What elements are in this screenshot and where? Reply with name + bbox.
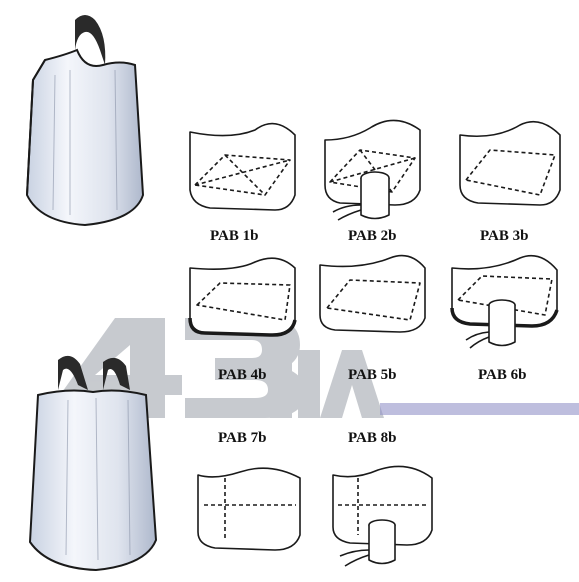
diagram-pab-8b — [332, 465, 433, 567]
label-pab-4b: PAB 4b — [218, 367, 267, 383]
label-pab-8b: PAB 8b — [348, 430, 397, 446]
diagram-pab-7b — [197, 467, 301, 551]
diagram-pab-4b — [188, 257, 297, 337]
watermark-blue-line — [380, 403, 579, 415]
label-pab-2b: PAB 2b — [348, 228, 397, 244]
label-pab-3b: PAB 3b — [480, 228, 529, 244]
bag-double-loop-illustration — [28, 355, 158, 572]
label-pab-7b: PAB 7b — [218, 430, 267, 446]
bag-single-loop-illustration — [25, 15, 145, 227]
diagram-pab-1b — [189, 122, 296, 211]
watermark-bar-2 — [298, 350, 320, 418]
diagram-pab-5b — [319, 254, 426, 333]
watermark-bar-1 — [270, 350, 292, 418]
label-pab-1b: PAB 1b — [210, 228, 259, 244]
label-pab-5b: PAB 5b — [348, 367, 397, 383]
label-pab-6b: PAB 6b — [478, 367, 527, 383]
diagram-pab-6b — [450, 254, 559, 349]
diagram-pab-3b — [459, 120, 561, 206]
watermark-letter-a — [320, 350, 384, 418]
diagram-pab-2b — [324, 119, 421, 221]
